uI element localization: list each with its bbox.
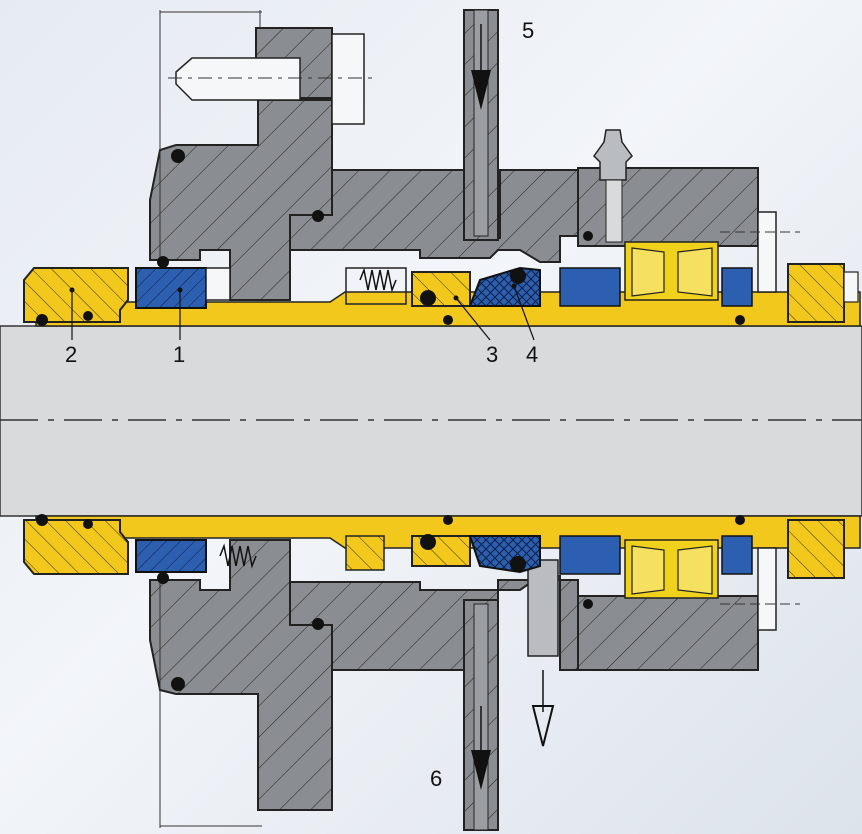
flow-arrow-out-icon bbox=[471, 750, 491, 790]
stationary-seat-bottom bbox=[468, 535, 541, 574]
roller-bottom-a bbox=[631, 545, 665, 595]
roller-top-a bbox=[631, 247, 665, 297]
o-ring bbox=[157, 256, 169, 268]
leader-line-4 bbox=[513, 285, 535, 341]
o-ring bbox=[583, 231, 593, 241]
o-rings bbox=[36, 149, 745, 691]
spring-holder-top bbox=[345, 267, 407, 305]
flow-arrow-in-icon bbox=[471, 70, 491, 110]
drain-arrow-icon bbox=[531, 705, 555, 747]
o-ring bbox=[171, 149, 185, 163]
o-ring bbox=[83, 519, 93, 529]
o-ring bbox=[312, 210, 324, 222]
leader-dot-4 bbox=[511, 283, 517, 289]
o-ring bbox=[443, 315, 453, 325]
roller-bottom-b bbox=[677, 545, 713, 595]
shaft bbox=[0, 325, 862, 517]
bearing-seal-top bbox=[559, 267, 621, 307]
leader-line-3 bbox=[455, 297, 491, 341]
o-ring bbox=[510, 268, 526, 284]
end-cover-bottom bbox=[757, 547, 777, 631]
leader-dot-3 bbox=[453, 295, 459, 301]
lock-nut-bottom bbox=[787, 519, 845, 579]
grease-channel bbox=[605, 179, 623, 243]
roller-top-b bbox=[677, 247, 713, 297]
stationary-ring-bottom bbox=[135, 539, 207, 573]
spring-holder-bottom bbox=[345, 535, 385, 571]
o-ring bbox=[583, 599, 593, 609]
o-ring bbox=[735, 315, 745, 325]
lock-screw-top bbox=[843, 271, 859, 303]
callout-1: 1 bbox=[173, 342, 185, 367]
o-ring bbox=[443, 515, 453, 525]
o-ring bbox=[157, 572, 169, 584]
drain-port bbox=[527, 559, 559, 657]
end-cover-top bbox=[757, 211, 777, 293]
o-ring bbox=[171, 677, 185, 691]
stationary-ring-top-1 bbox=[135, 267, 207, 309]
clamp-collar-top bbox=[23, 267, 129, 323]
o-ring bbox=[83, 311, 93, 321]
o-ring bbox=[312, 618, 324, 630]
bearing-housing-bottom bbox=[577, 595, 759, 671]
bolt-shank-top bbox=[175, 57, 301, 101]
leader-dot-2 bbox=[69, 287, 75, 293]
o-ring bbox=[420, 290, 436, 306]
leader-dot-1 bbox=[177, 287, 183, 293]
spring-bottom-left bbox=[219, 543, 257, 569]
bearing-seal-top-r bbox=[721, 267, 753, 307]
hex-nut-top bbox=[331, 33, 365, 125]
seal-housing-top bbox=[289, 169, 579, 263]
callout-2: 2 bbox=[65, 342, 77, 367]
callout-6: 6 bbox=[430, 766, 442, 791]
inlet-port-bore bbox=[473, 9, 489, 237]
o-ring bbox=[36, 314, 48, 326]
gland-flange-bottom bbox=[149, 539, 333, 811]
lock-nut-top bbox=[787, 263, 845, 323]
spring-top-left bbox=[359, 267, 397, 293]
grease-nipple bbox=[593, 129, 633, 181]
o-ring bbox=[735, 515, 745, 525]
bearing-seal-bottom bbox=[559, 535, 621, 575]
bearing-seal-bottom-r bbox=[721, 535, 753, 575]
callout-5: 5 bbox=[522, 18, 534, 43]
stationary-ring-holder-top bbox=[205, 267, 231, 301]
o-ring bbox=[420, 534, 436, 550]
clamp-collar-bottom bbox=[23, 519, 129, 575]
callout-3: 3 bbox=[486, 342, 498, 367]
callout-4: 4 bbox=[526, 342, 538, 367]
o-ring bbox=[510, 556, 526, 572]
stationary-seat-top-4 bbox=[468, 266, 541, 307]
o-ring bbox=[36, 514, 48, 526]
